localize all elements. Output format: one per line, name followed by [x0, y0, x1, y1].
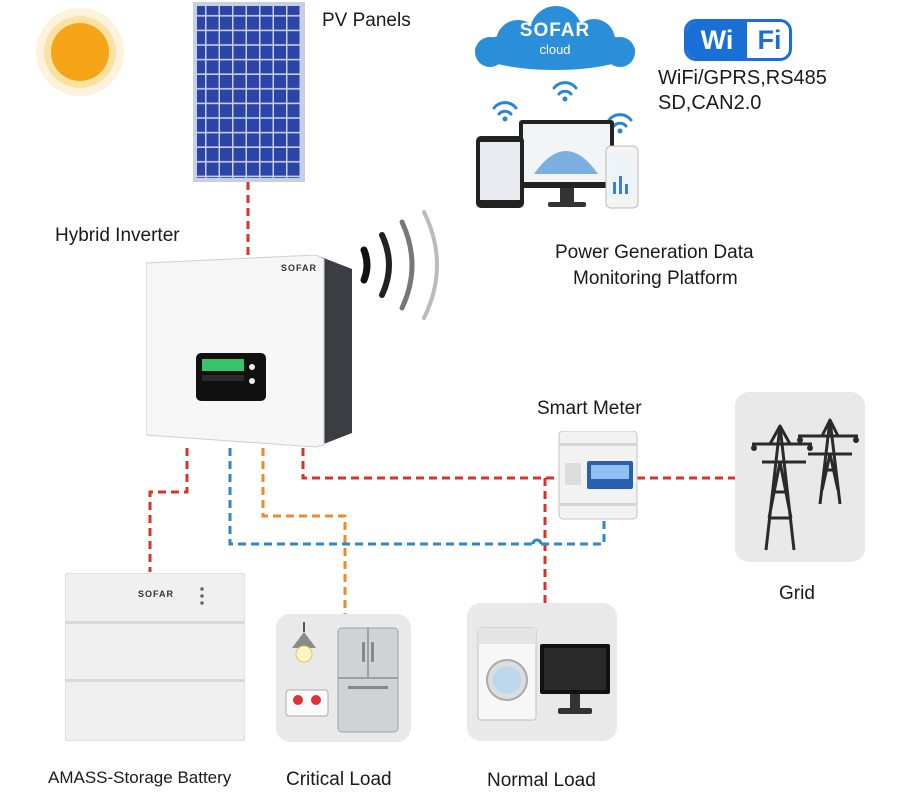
hybrid-inverter-icon	[146, 255, 352, 448]
sun-icon	[36, 8, 124, 96]
critical-load-label: Critical Load	[286, 769, 392, 790]
normal-load-icon	[477, 627, 610, 721]
wire-inverter-grid	[301, 448, 735, 480]
wire-inverter-critical-load	[261, 448, 347, 614]
normal-load-label: Normal Load	[487, 770, 596, 791]
storage-battery-icon	[65, 573, 245, 741]
inverter-brand: SOFAR	[281, 263, 318, 273]
smart-meter-icon	[558, 431, 638, 520]
monitoring-label-line1: Power Generation Data	[555, 242, 754, 263]
grid-label: Grid	[779, 583, 815, 604]
wifi-badge: Wi Fi	[684, 19, 792, 61]
cloud-brand: SOFAR	[519, 20, 591, 41]
wireless-signal-icon	[360, 210, 439, 320]
wifi-badge-left: Wi	[687, 22, 747, 58]
pv-panels-label: PV Panels	[322, 10, 411, 31]
hybrid-inverter-label: Hybrid Inverter	[55, 225, 180, 246]
grid-tile	[735, 392, 865, 562]
battery-label: AMASS-Storage Battery	[48, 768, 232, 787]
monitoring-label-line2: Monitoring Platform	[573, 268, 738, 289]
battery-brand: SOFAR	[138, 589, 175, 599]
pv-panel-icon	[193, 2, 305, 182]
critical-load-icon	[285, 622, 399, 733]
wire-communication	[228, 448, 606, 546]
protocols-line1: WiFi/GPRS,RS485	[658, 67, 827, 89]
wifi-badge-right: Fi	[757, 25, 782, 55]
monitoring-devices-icon	[476, 81, 639, 209]
cloud-icon	[475, 6, 635, 70]
smart-meter-label: Smart Meter	[537, 398, 642, 419]
cloud-sub: cloud	[539, 42, 571, 57]
power-tower-icon	[751, 418, 859, 551]
wire-inverter-battery	[148, 448, 189, 572]
protocols-line2: SD,CAN2.0	[658, 92, 762, 114]
